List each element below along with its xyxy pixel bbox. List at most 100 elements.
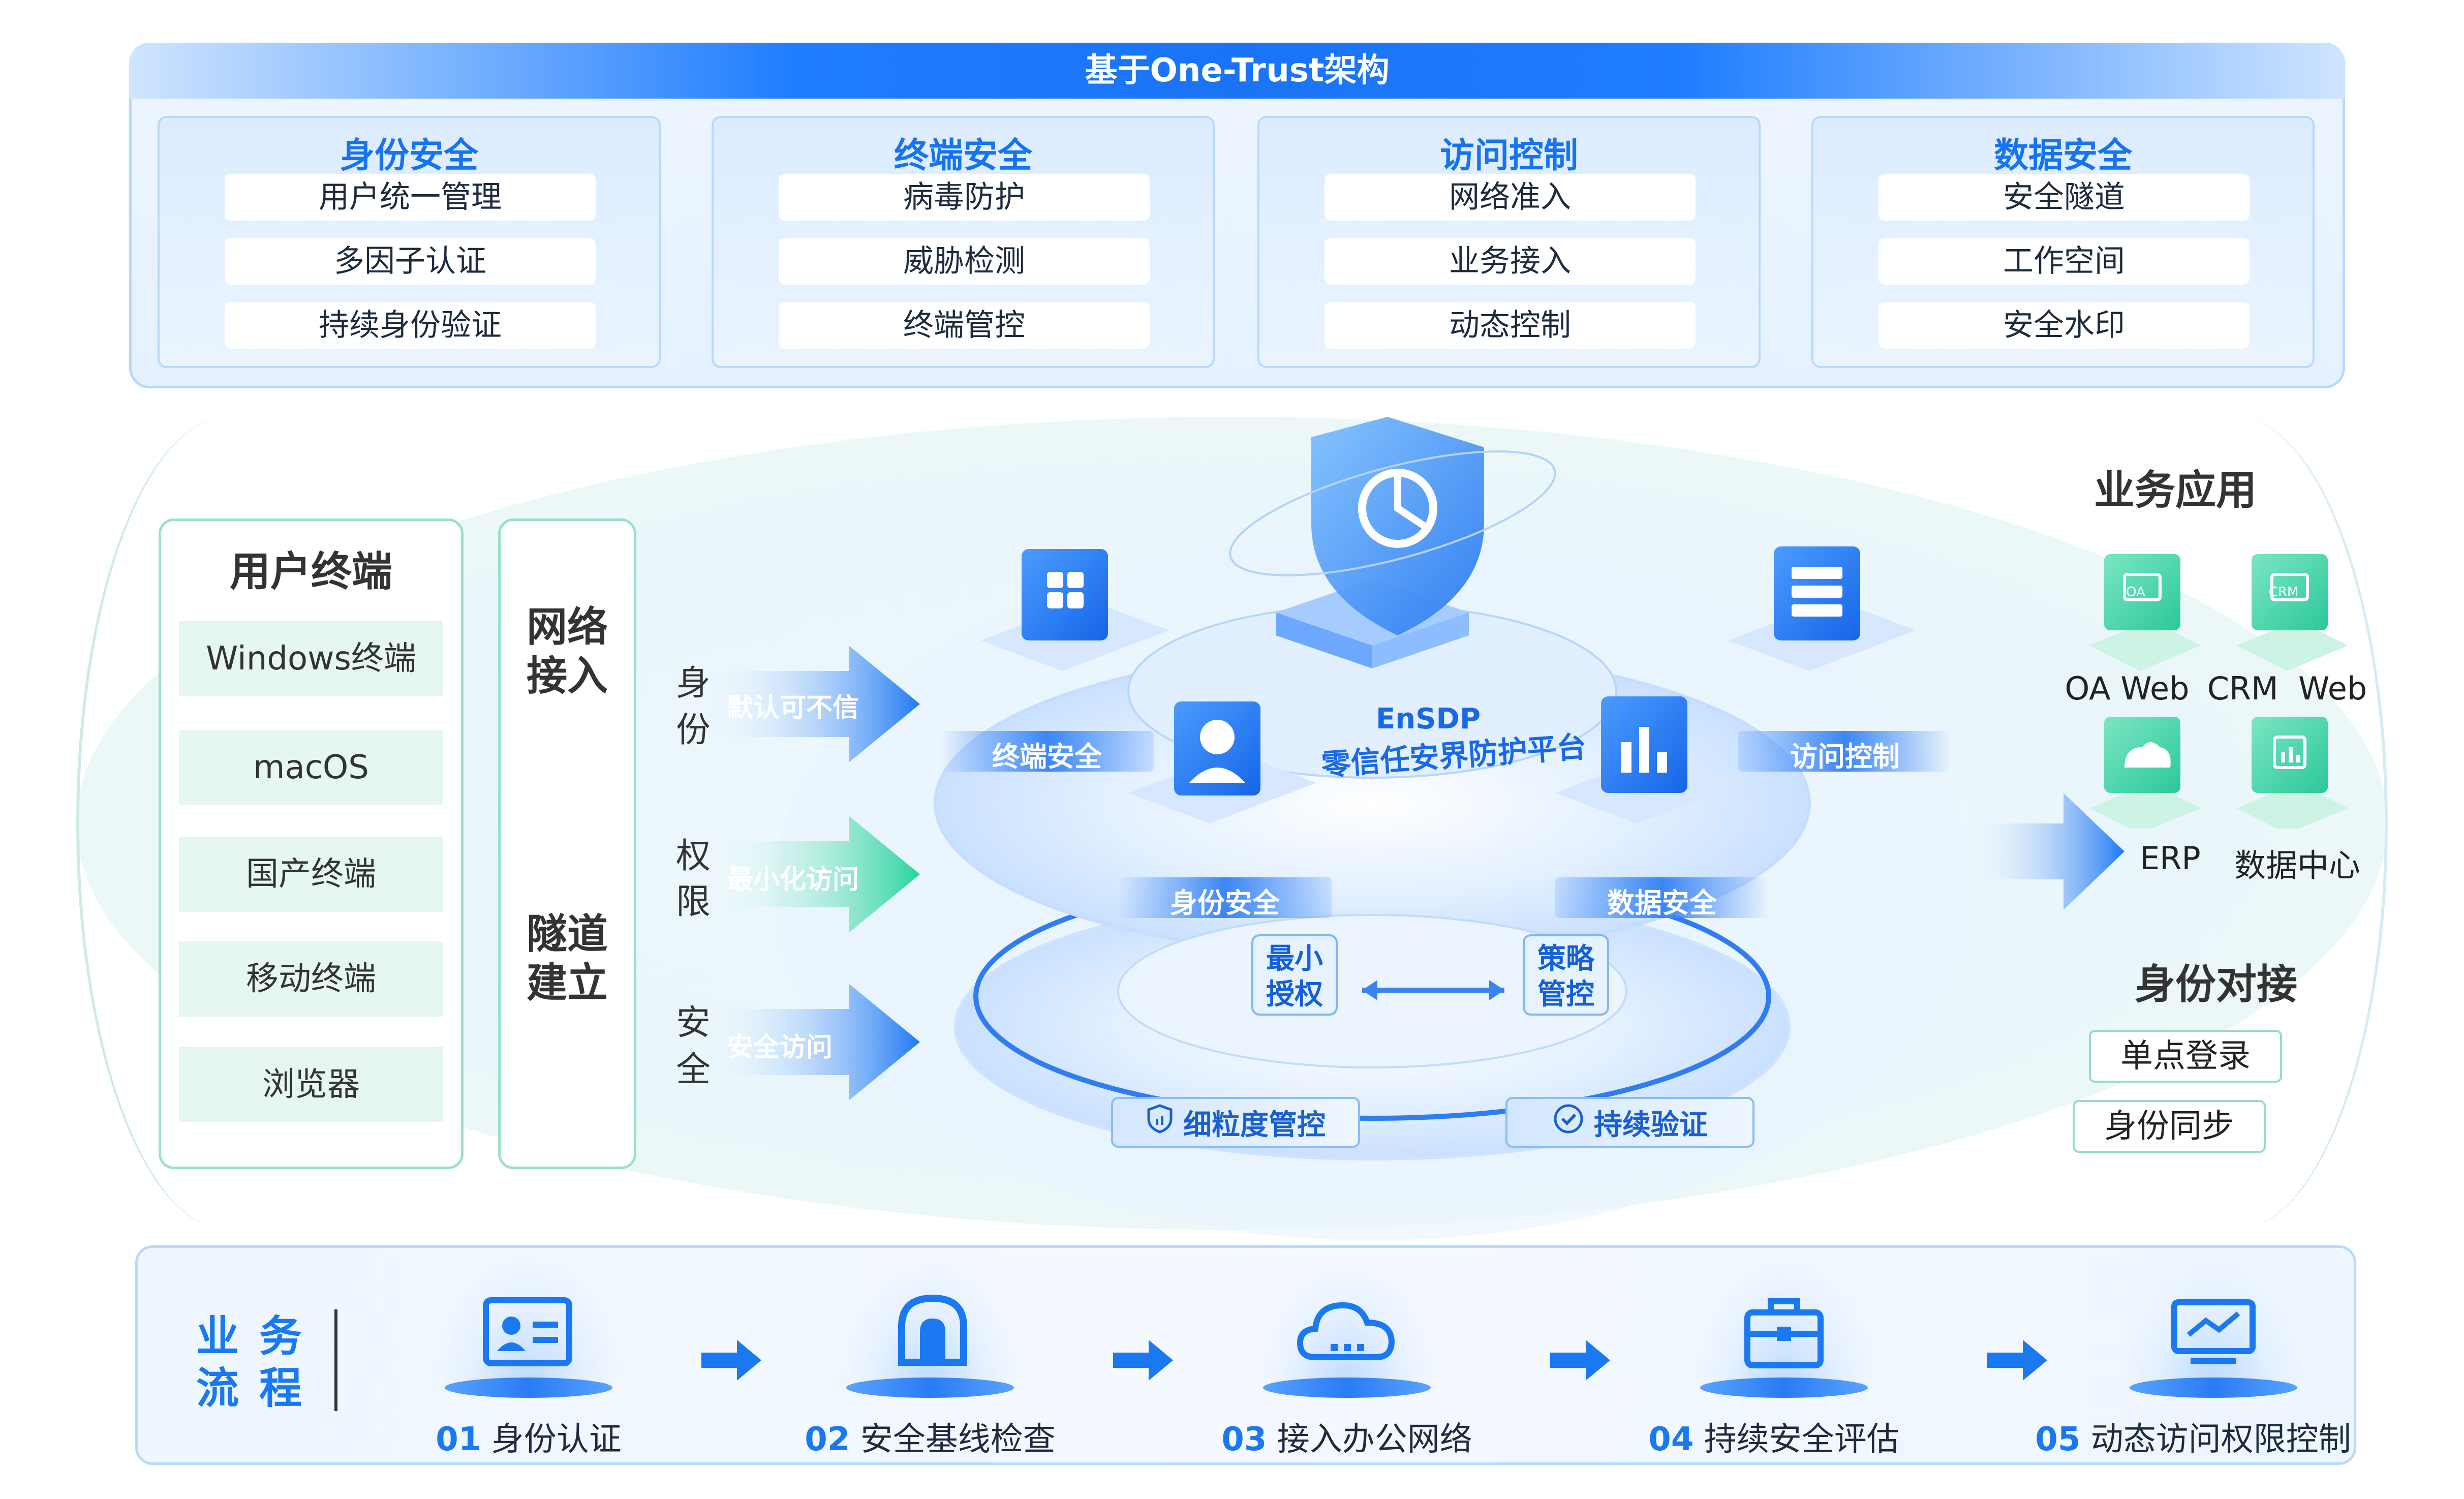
mini-box-line: 最小	[1266, 942, 1323, 975]
business-process-title: 流程	[196, 1363, 323, 1413]
one-trust-title: 基于One-Trust架构	[1085, 52, 1390, 89]
identity-sync-button: 身份同步	[2073, 1100, 2266, 1153]
module-band	[1118, 877, 1332, 918]
app-icons	[2089, 554, 2348, 829]
double-arrow-head-right	[1489, 980, 1504, 1000]
step-number: 05	[2035, 1421, 2081, 1458]
category-title: 访问控制	[1439, 136, 1578, 176]
module-label-data: 数据安全	[1607, 887, 1717, 919]
input-arrows	[696, 646, 920, 1100]
module-label-access: 访问控制	[1790, 741, 1900, 773]
mini-box-line: 策略	[1537, 942, 1594, 975]
verify-badge-icon	[1552, 1103, 1585, 1142]
shield-symbol-lines	[1394, 473, 1430, 532]
tile-data	[1555, 696, 1743, 823]
orbit-ring	[1229, 450, 1556, 576]
arrow-side-char: 限	[675, 882, 711, 922]
network-access-line: 网络	[527, 603, 608, 651]
app-label-datacenter: 数据中心	[2234, 847, 2360, 884]
tunnel-icon	[898, 1294, 967, 1366]
category-access-control: 访问控制 网络准入 业务接入 动态控制	[1257, 116, 1761, 368]
step-disc	[2130, 1378, 2297, 1398]
category-item: 持续身份验证	[225, 302, 596, 349]
step-text: 动态访问权限控制	[2090, 1421, 2351, 1458]
category-item: 动态控制	[1325, 302, 1696, 349]
arrow-side-char: 安	[675, 1003, 711, 1043]
step-text: 身份认证	[491, 1421, 622, 1458]
middle-arc-left	[76, 417, 381, 1230]
erp-app-icon	[2089, 717, 2201, 829]
id-card-icon	[483, 1297, 572, 1366]
policy-control-box: 策略 管控	[1523, 934, 1609, 1016]
shield-chart-icon	[1146, 1104, 1174, 1141]
category-title: 数据安全	[1993, 136, 2132, 176]
datacenter-app-icon	[2236, 717, 2348, 829]
pedestal-right	[1372, 613, 1469, 668]
module-label-endpoint: 终端安全	[992, 741, 1102, 773]
network-access-line: 接入	[527, 652, 608, 699]
briefcase-icon	[1744, 1298, 1824, 1368]
step-number: 03	[1221, 1421, 1267, 1458]
business-process-frame	[135, 1245, 2356, 1465]
shield-icon	[1311, 417, 1484, 635]
module-band	[940, 731, 1154, 772]
user-terminal-item: Windows终端	[179, 621, 443, 696]
arrow-label: 最小化访问	[727, 865, 859, 895]
pill-label: 细粒度管控	[1183, 1108, 1326, 1142]
identity-integration-title: 身份对接	[2135, 961, 2297, 1008]
step-number: 01	[436, 1421, 481, 1458]
user-terminal-item: 国产终端	[179, 837, 443, 912]
category-item: 病毒防护	[779, 174, 1150, 221]
arrow-identity	[696, 646, 920, 762]
oa-icon-text: OA	[2126, 585, 2145, 600]
arrow-label: 安全访问	[727, 1032, 833, 1063]
step-disc	[1263, 1378, 1431, 1398]
step-glow	[437, 1260, 620, 1392]
category-item: 网络准入	[1325, 174, 1696, 221]
step-label: 02 安全基线检查	[783, 1413, 1077, 1460]
middle-arc-right	[2083, 417, 2388, 1230]
tile-endpoint	[981, 549, 1169, 671]
step-text: 持续安全评估	[1704, 1421, 1899, 1458]
oa-app-icon	[2089, 554, 2201, 671]
double-arrow-head-left	[1362, 980, 1377, 1000]
module-band	[1555, 877, 1769, 918]
mini-box-line: 管控	[1537, 978, 1594, 1011]
business-apps-title: 业务应用	[2094, 467, 2257, 514]
fine-grained-control-pill: 细粒度管控	[1111, 1097, 1360, 1148]
platform-name: EnSDP	[1376, 702, 1481, 736]
category-endpoint-security: 终端安全 病毒防护 威胁检测 终端管控	[712, 116, 1215, 368]
tile-access	[1728, 546, 1916, 671]
one-trust-title-bar	[129, 43, 2345, 99]
step-label: 01 身份认证	[396, 1413, 661, 1460]
arrow-security	[696, 984, 920, 1100]
step-arrow-icon	[701, 1340, 761, 1381]
arrow-label: 默认可不信	[727, 693, 859, 723]
monitor-chart-icon	[2171, 1299, 2256, 1364]
tunnel-build-line: 建立	[527, 959, 608, 1006]
category-item: 终端管控	[779, 302, 1150, 349]
step-label: 04 持续安全评估	[1626, 1413, 1921, 1460]
arrow-side-char: 权	[675, 836, 711, 876]
category-item: 多因子认证	[225, 238, 596, 285]
business-process-title: 业务	[196, 1311, 323, 1361]
app-label-crm: CRM Web	[2207, 670, 2367, 707]
user-terminal-title: 用户终端	[230, 548, 392, 595]
output-arrow	[1962, 793, 2124, 910]
step-label: 03 接入办公网络	[1199, 1413, 1494, 1460]
pedestal-left	[1276, 613, 1372, 668]
arrow-permission	[696, 816, 920, 933]
step-arrow-icon	[1113, 1340, 1173, 1381]
sso-button: 单点登录	[2089, 1030, 2282, 1083]
category-item: 安全隧道	[1878, 174, 2250, 221]
crm-icon-text: CRM	[2268, 585, 2299, 600]
step-text: 接入办公网络	[1277, 1421, 1472, 1458]
category-identity-security: 身份安全 用户统一管理 多因子认证 持续身份验证	[158, 116, 661, 368]
app-label-oa: OA Web	[2065, 670, 2190, 707]
category-item: 用户统一管理	[225, 174, 596, 221]
user-terminal-item: 浏览器	[179, 1047, 443, 1122]
step-glow	[1692, 1260, 1875, 1392]
step-number: 04	[1648, 1421, 1694, 1458]
tile-identity	[1128, 701, 1316, 823]
